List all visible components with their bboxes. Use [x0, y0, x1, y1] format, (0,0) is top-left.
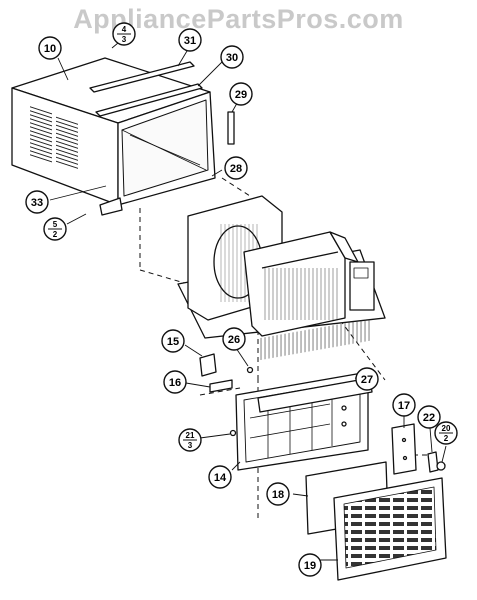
- callout-number: 20: [442, 424, 451, 433]
- callout-number: 21: [186, 431, 195, 440]
- top-rail-30: [95, 83, 203, 117]
- knob-20: [436, 461, 446, 471]
- chassis-assembly: [177, 195, 386, 339]
- callout-20: 202: [434, 421, 458, 445]
- callout-31: 31: [178, 28, 202, 52]
- callout-quantity: 2: [444, 434, 449, 443]
- callout-quantity: 3: [188, 441, 193, 450]
- callout-27: 27: [355, 367, 379, 391]
- callout-number: 22: [423, 412, 435, 424]
- callout-number: 15: [167, 336, 179, 348]
- callout-30: 30: [220, 45, 244, 69]
- callout-number: 18: [272, 489, 284, 501]
- callout-number: 26: [228, 334, 240, 346]
- callout-number: 17: [398, 400, 410, 412]
- vertical-strip-29: [227, 111, 235, 145]
- callout-28: 28: [224, 156, 248, 180]
- callout-26: 26: [222, 327, 246, 351]
- callout-33: 33: [25, 190, 49, 214]
- callout-16: 16: [163, 370, 187, 394]
- callout-number: 4: [122, 25, 127, 34]
- callout-19: 19: [298, 553, 322, 577]
- callout-22: 22: [417, 405, 441, 429]
- callout-number: 28: [230, 163, 242, 175]
- screw-21: [229, 429, 237, 437]
- callout-number: 5: [53, 220, 58, 229]
- callout-number: 29: [235, 89, 247, 101]
- callout-number: 16: [169, 377, 181, 389]
- grille-19: [333, 477, 447, 581]
- callout-quantity: 3: [122, 35, 127, 44]
- callout-17: 17: [392, 393, 416, 417]
- bracket-15: [199, 353, 217, 377]
- callout-21: 213: [178, 428, 202, 452]
- callout-number: 19: [304, 560, 316, 572]
- callout-number: 30: [226, 52, 238, 64]
- screw-22: [427, 451, 439, 473]
- top-rail-31: [89, 61, 195, 93]
- callout-29: 29: [229, 82, 253, 106]
- callout-15: 15: [161, 329, 185, 353]
- callout-18: 18: [266, 482, 290, 506]
- screw-26: [246, 366, 254, 374]
- callout-number: 10: [44, 43, 56, 55]
- callout-number: 27: [361, 374, 373, 386]
- callout-4: 43: [112, 22, 136, 46]
- cabinet-shell: [11, 57, 216, 216]
- callout-number: 31: [184, 35, 196, 47]
- callout-number: 14: [214, 472, 227, 484]
- callout-quantity: 2: [53, 230, 58, 239]
- callout-10: 10: [38, 36, 62, 60]
- bracket-16: [209, 379, 233, 393]
- plate-17: [391, 423, 417, 475]
- front-panel: [235, 318, 373, 471]
- callout-5: 52: [43, 217, 67, 241]
- callout-number: 33: [31, 197, 43, 209]
- callout-14: 14: [208, 465, 232, 489]
